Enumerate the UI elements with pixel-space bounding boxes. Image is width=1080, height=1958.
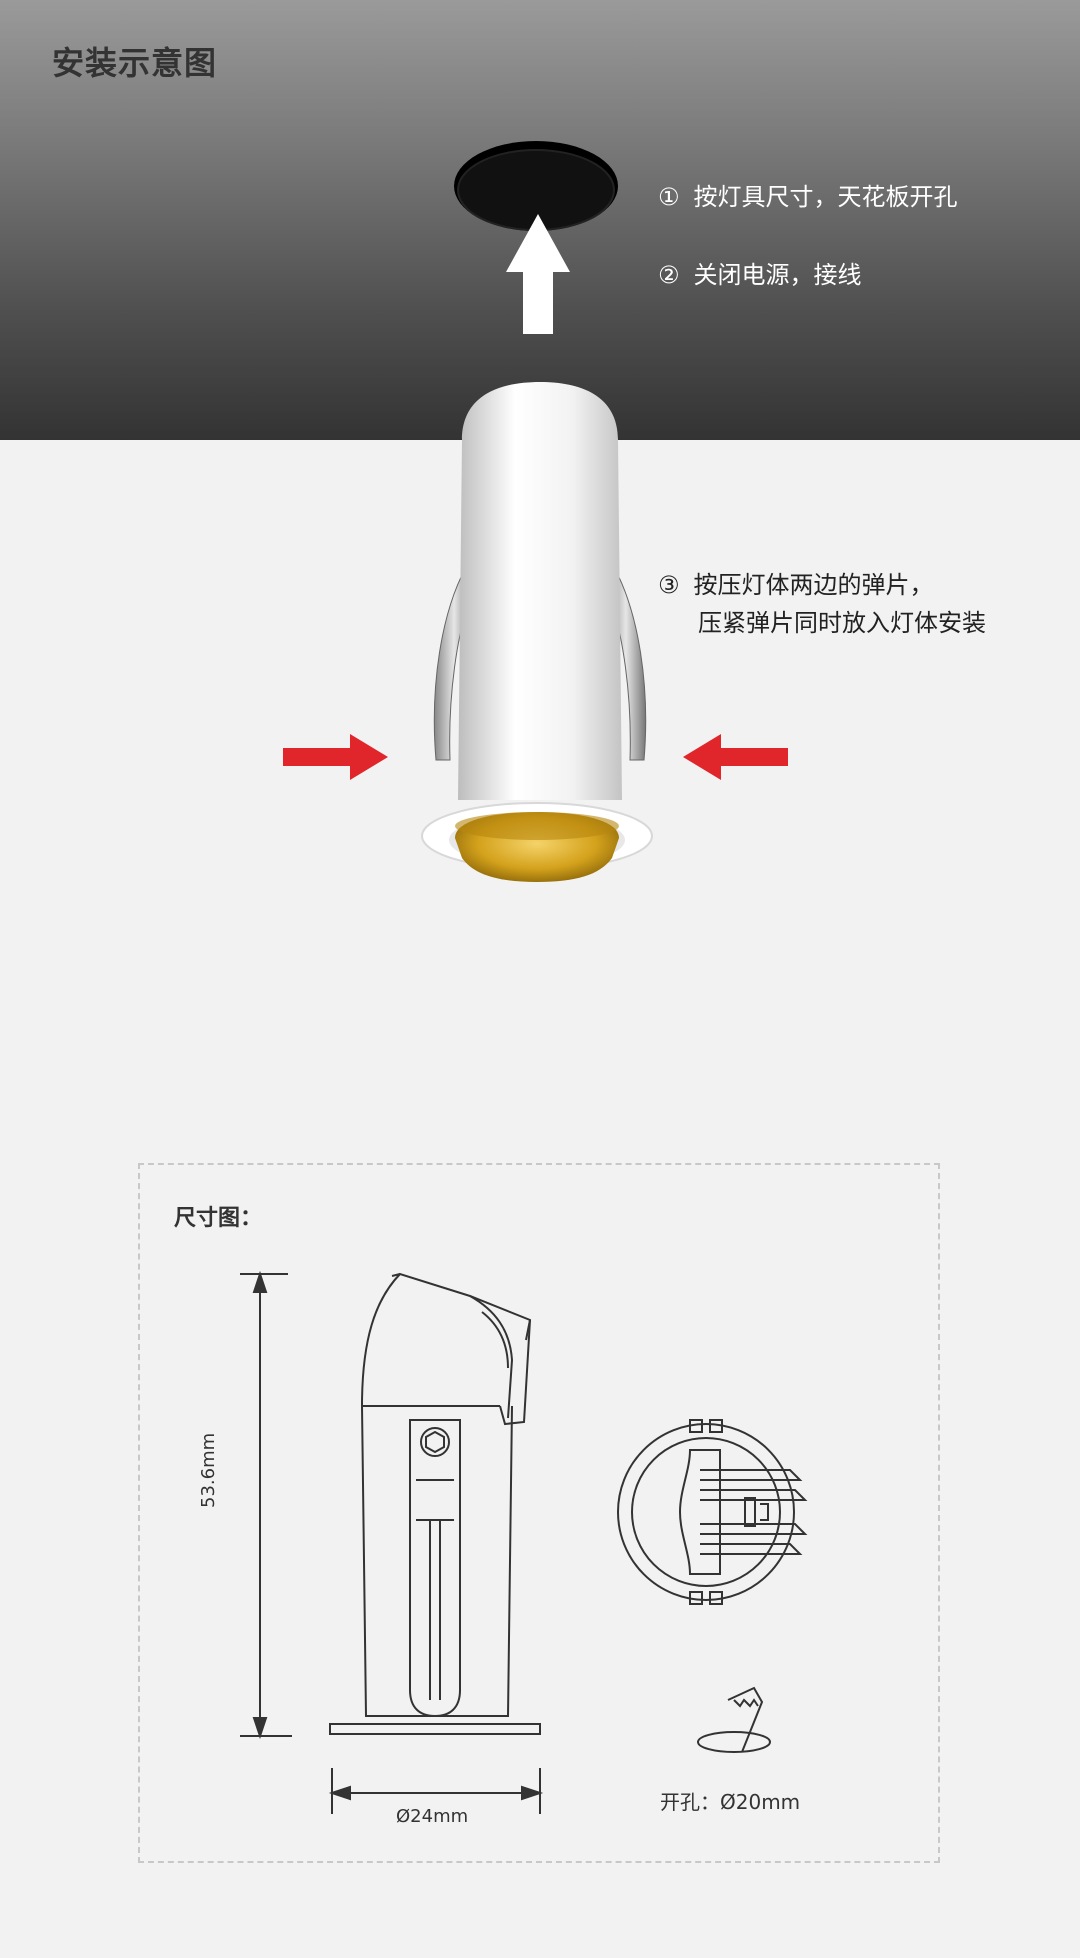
right-arrow-icon [283,734,388,780]
step-2: ② 关闭电源，接线 [658,256,862,294]
dimension-panel [138,1163,940,1863]
step-3: ③ 按压灯体两边的弹片， 压紧弹片同时放入灯体安装 [658,566,986,642]
ceiling-hole [454,141,618,231]
step-3-number: ③ [658,571,680,599]
step-1: ① 按灯具尺寸，天花板开孔 [658,178,958,216]
width-label: Ø24mm [396,1806,469,1827]
step-3-line2: 压紧弹片同时放入灯体安装 [698,609,986,637]
installation-illustration [283,141,788,882]
step-3-line1: 按压灯体两边的弹片， [693,571,934,599]
dimension-title: 尺寸图： [174,1206,263,1231]
step-1-text: 按灯具尺寸，天花板开孔 [693,183,958,211]
step-2-number: ② [658,261,680,289]
step-1-number: ① [658,183,680,211]
gold-reflector [455,812,619,882]
height-label: 53.6mm [198,1432,219,1508]
page-title: 安装示意图 [52,44,218,82]
up-arrow-icon [506,214,570,334]
left-arrow-icon [683,734,788,780]
step-2-text: 关闭电源，接线 [693,261,862,289]
hole-size-label: 开孔：Ø20mm [660,1790,801,1814]
